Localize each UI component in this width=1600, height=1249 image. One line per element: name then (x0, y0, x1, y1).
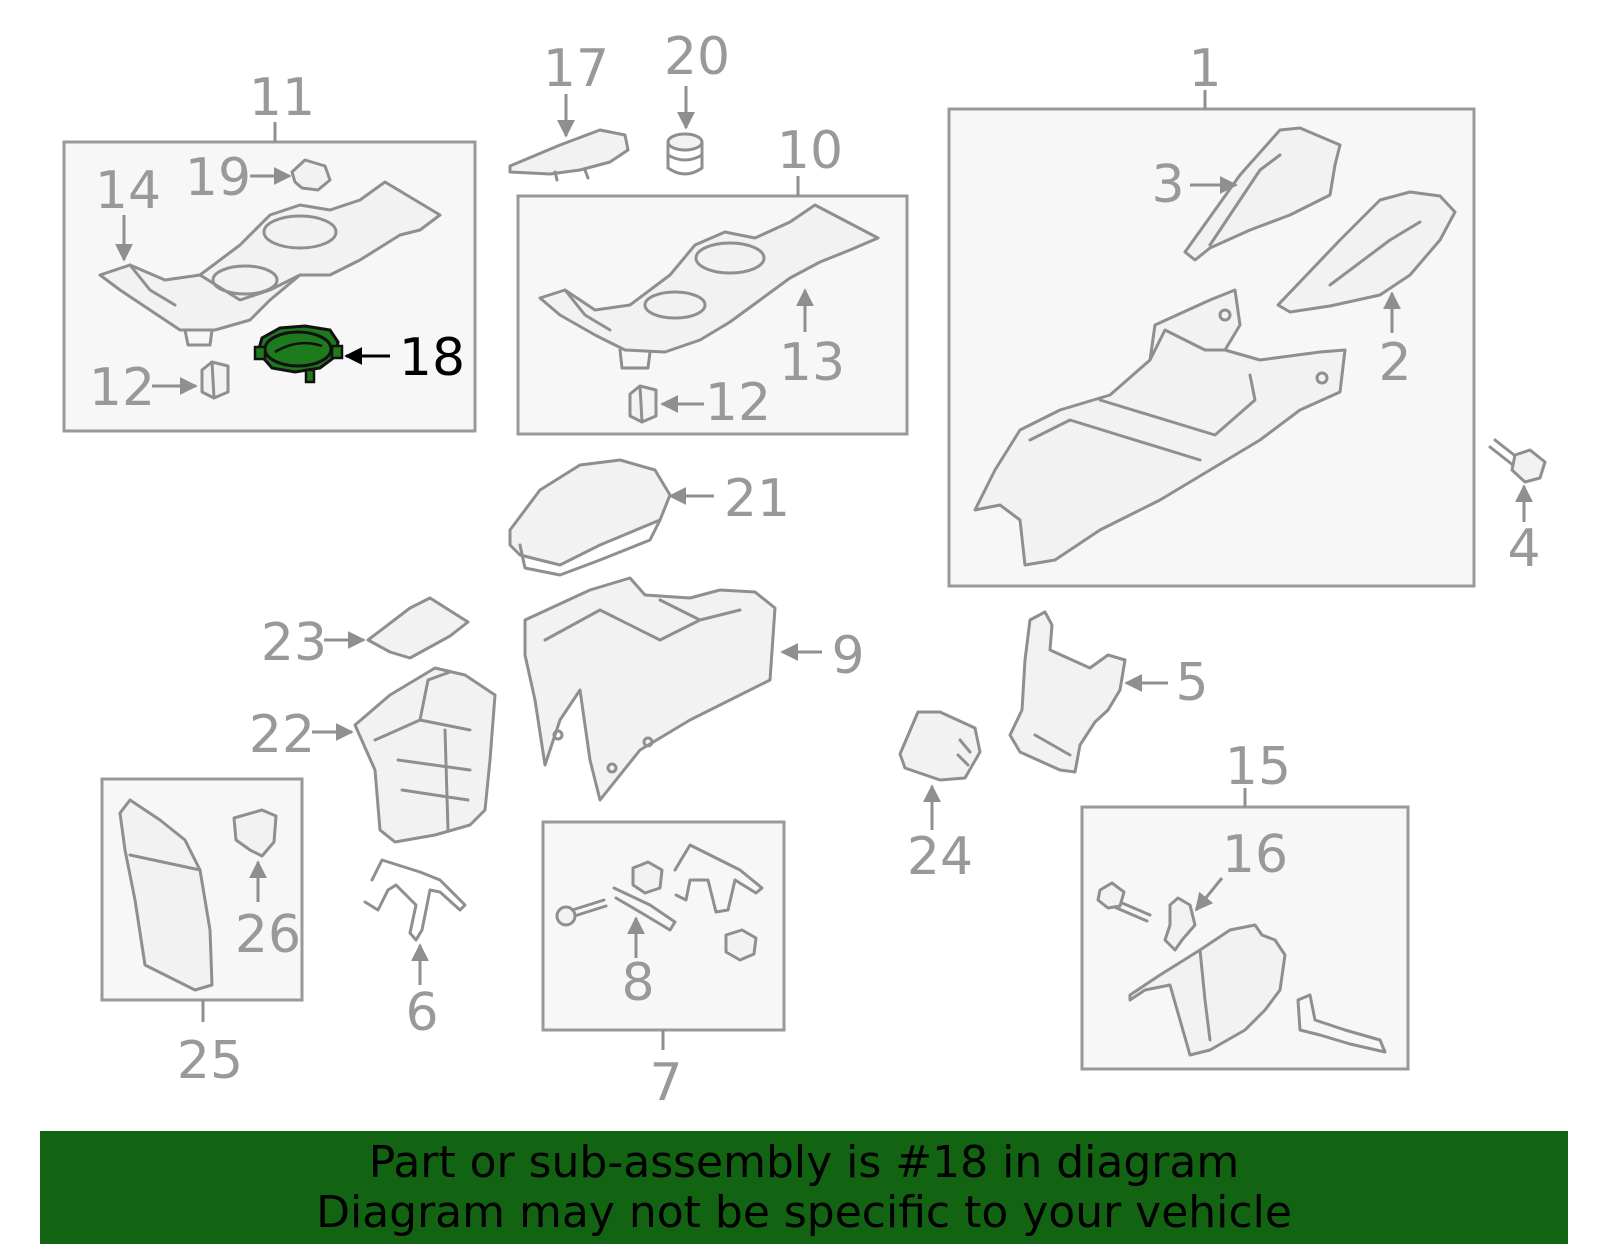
panel-3[interactable] (1183, 126, 1342, 262)
callout-number: 21 (724, 469, 790, 529)
cap-20[interactable] (666, 132, 704, 176)
console-body-1[interactable] (973, 288, 1347, 567)
cover-15[interactable] (1128, 923, 1387, 1057)
callout-3: 3 (1151, 155, 1238, 215)
callout-15: 15 (1225, 737, 1291, 797)
callout-number: 12 (89, 358, 155, 418)
callout-8: 8 (621, 916, 655, 1013)
panel-25[interactable] (118, 798, 214, 992)
callout-20: 20 (664, 27, 730, 130)
callout-7: 7 (649, 1053, 682, 1113)
callout-number: 3 (1151, 155, 1184, 215)
callout-number: 16 (1222, 825, 1288, 885)
callout-13: 13 (779, 288, 845, 393)
callout-14: 14 (95, 161, 161, 262)
fastener-kit-7[interactable] (555, 843, 764, 962)
callout-number: 23 (261, 613, 327, 673)
callout-number: 9 (831, 626, 864, 686)
banner-line-part-number: Part or sub-assembly is #18 in diagram (368, 1136, 1240, 1188)
callout-number: 12 (705, 373, 771, 433)
callout-number: 20 (664, 27, 730, 87)
callout-1: 1 (1188, 39, 1221, 99)
bolt-4[interactable] (1488, 438, 1547, 484)
callout-12b: 12 (660, 373, 771, 433)
armrest-21[interactable] (508, 458, 672, 577)
callout-number: 22 (249, 705, 315, 765)
callout-16: 16 (1194, 825, 1288, 912)
callout-number: 26 (235, 905, 301, 965)
callout-2: 2 (1378, 291, 1412, 393)
callout-18: 18 (344, 328, 465, 388)
callout-number: 13 (779, 333, 845, 393)
callout-21: 21 (668, 469, 790, 529)
callout-number: 19 (185, 148, 251, 208)
module-24[interactable] (898, 710, 982, 782)
callout-number: 18 (399, 328, 465, 388)
callout-9: 9 (780, 626, 865, 686)
cup-holder-ring-18[interactable] (253, 324, 344, 384)
console-tray-11[interactable] (98, 180, 442, 347)
callout-10: 10 (777, 121, 843, 181)
callout-number: 10 (777, 121, 843, 181)
callout-number: 17 (543, 39, 609, 99)
cover-17[interactable] (508, 128, 630, 182)
callout-26: 26 (235, 860, 301, 965)
clip-19[interactable] (290, 158, 332, 192)
callout-number: 14 (95, 161, 161, 221)
cup-holder-22[interactable] (353, 666, 497, 844)
callout-4: 4 (1507, 484, 1541, 579)
bracket-5[interactable] (1008, 610, 1127, 774)
callout-number: 5 (1175, 653, 1208, 713)
console-lower-9[interactable] (523, 576, 777, 802)
callout-25: 25 (177, 1031, 243, 1091)
callout-17: 17 (543, 39, 609, 138)
callout-5: 5 (1124, 653, 1209, 713)
callout-11: 11 (249, 68, 315, 128)
console-tray-10[interactable] (538, 203, 880, 370)
callout-number: 8 (621, 953, 654, 1013)
info-banner: Part or sub-assembly is #18 in diagram D… (40, 1131, 1568, 1244)
callout-number: 4 (1507, 519, 1540, 579)
clip-12b[interactable] (628, 384, 658, 424)
callout-6: 6 (405, 943, 439, 1043)
callout-number: 1 (1188, 39, 1221, 99)
callout-24: 24 (907, 784, 973, 887)
callout-23: 23 (261, 613, 366, 673)
callout-number: 25 (177, 1031, 243, 1091)
bracket-6[interactable] (363, 858, 467, 942)
callout-number: 2 (1378, 333, 1411, 393)
clip-16[interactable] (1163, 896, 1197, 952)
callout-number: 11 (249, 68, 315, 128)
mat-23[interactable] (366, 596, 470, 660)
callout-22: 22 (249, 705, 354, 765)
callout-number: 7 (649, 1053, 682, 1113)
clip-12a[interactable] (200, 360, 230, 400)
clip-26[interactable] (232, 808, 278, 858)
callout-number: 15 (1225, 737, 1291, 797)
banner-line-disclaimer: Diagram may not be specific to your vehi… (316, 1186, 1292, 1238)
callout-12a: 12 (89, 358, 198, 418)
callout-number: 24 (907, 827, 973, 887)
bolt-15[interactable] (1096, 881, 1152, 923)
callout-19: 19 (185, 148, 292, 208)
panel-2[interactable] (1276, 190, 1457, 314)
callout-number: 6 (405, 983, 438, 1043)
